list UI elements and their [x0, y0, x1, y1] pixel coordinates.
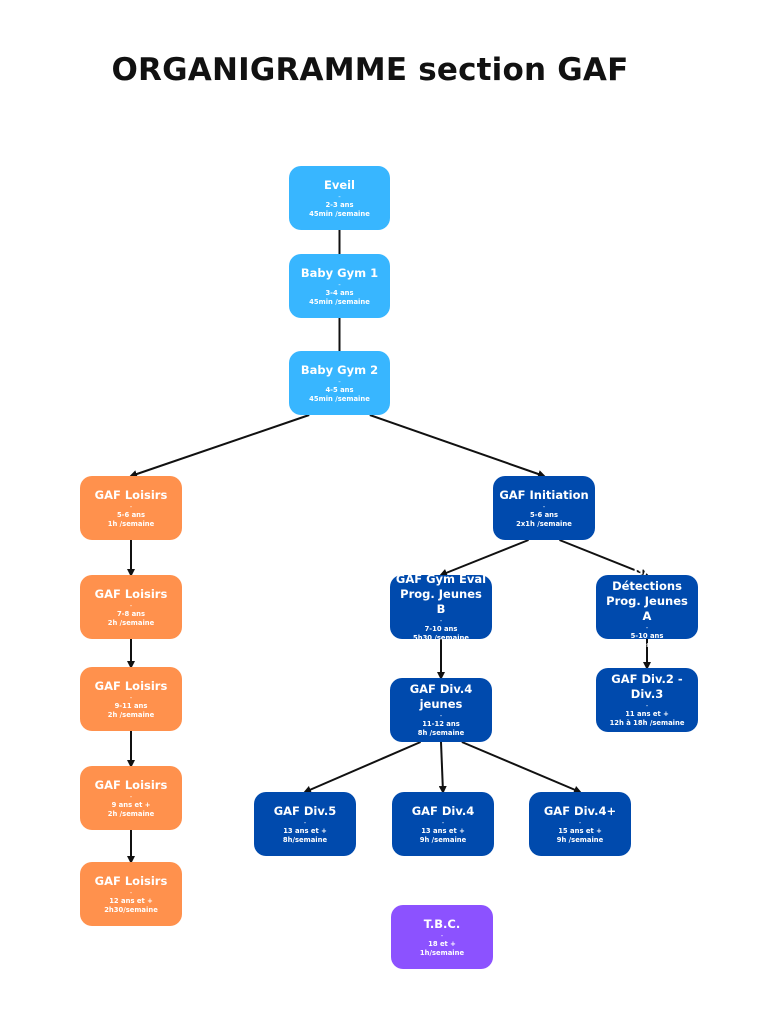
- node-duration: 1h /semaine: [107, 519, 155, 528]
- node-label: GAF Loisirs: [94, 873, 168, 888]
- node-gaf-div5: GAF Div.5 - 13 ans et + 8h/semaine: [254, 792, 356, 856]
- node-duration: 45min /semaine: [309, 394, 370, 403]
- node-tbc: T.B.C. - 18 et + 1h/semaine: [391, 905, 493, 969]
- node-separator: -: [338, 280, 341, 289]
- connector-gaf_initiation-to-gaf_gym_eval: [439, 539, 529, 577]
- node-separator: -: [440, 931, 444, 940]
- node-separator: -: [338, 192, 341, 201]
- node-age: 4-5 ans: [325, 385, 354, 394]
- node-gaf-div4-plus: GAF Div.4+ - 15 ans et + 9h /semaine: [529, 792, 631, 856]
- node-duration: 45min /semaine: [309, 297, 370, 306]
- node-label: GAF Loisirs: [94, 586, 168, 601]
- node-age: 9 ans et +: [111, 800, 151, 809]
- node-label: GAF Gym Eval: [395, 571, 487, 586]
- node-label: GAF Détections: [612, 564, 682, 593]
- node-label: T.B.C.: [423, 916, 461, 931]
- connector-gaf_div4_jeunes-to-gaf_div4: [438, 741, 447, 794]
- connector-gaf_initiation-to-gaf_detections: [559, 539, 649, 577]
- node-separator: -: [645, 624, 649, 632]
- node-label-2: Prog. Jeunes B: [400, 586, 482, 616]
- node-age: 18 et +: [428, 939, 456, 948]
- node-gaf-loisirs-5: GAF Loisirs - 12 ans et + 2h30/semaine: [80, 862, 182, 926]
- node-separator: -: [439, 616, 443, 625]
- node-separator: -: [303, 818, 307, 827]
- node-label: Baby Gym 2: [300, 362, 379, 377]
- node-age: 13 ans et +: [283, 826, 327, 835]
- node-label-2: Prog. Jeunes A: [606, 594, 688, 623]
- node-eveil: Eveil - 2-3 ans 45min /semaine: [289, 166, 390, 230]
- node-age: 11-12 ans: [422, 720, 460, 728]
- node-age: 5-6 ans: [529, 510, 559, 519]
- page-title: ORGANIGRAMME section GAF: [111, 52, 629, 88]
- node-duration: 45min /semaine: [309, 209, 370, 218]
- node-gaf-detections: GAF Détections Prog. Jeunes A - 5-10 ans…: [596, 564, 698, 649]
- node-label: GAF Loisirs: [94, 487, 168, 502]
- node-age: 11 ans et +: [625, 710, 669, 718]
- node-label: GAF Div.4 jeunes: [409, 682, 473, 711]
- node-gaf-gym-eval: GAF Gym Eval Prog. Jeunes B - 7-10 ans 5…: [390, 571, 492, 642]
- node-age: 7-8 ans: [116, 609, 146, 618]
- node-age: 12 ans et +: [109, 896, 153, 905]
- node-duration: 5h30 /semaine: [413, 633, 469, 642]
- node-gaf-loisirs-2: GAF Loisirs - 7-8 ans 2h /semaine: [80, 575, 182, 639]
- node-duration: 8h/semaine: [282, 835, 328, 844]
- node-duration: 2x1h /semaine: [516, 519, 572, 528]
- node-label: Eveil: [323, 177, 356, 192]
- connector-baby_gym_2-to-gaf_initiation: [369, 414, 546, 478]
- node-separator: -: [441, 818, 445, 827]
- node-gaf-div2-div3: GAF Div.2 - Div.3 - 11 ans et + 12h à 18…: [596, 668, 698, 732]
- node-label: GAF Loisirs: [94, 777, 168, 792]
- node-duration: 2h /semaine: [107, 809, 155, 818]
- node-duration: 8h /semaine: [623, 641, 671, 649]
- node-label: GAF Div.5: [273, 803, 337, 818]
- node-separator: -: [129, 792, 133, 801]
- node-label: GAF Loisirs: [94, 678, 168, 693]
- node-separator: -: [129, 888, 133, 897]
- node-separator: -: [129, 502, 133, 511]
- connector-gaf_div4_jeunes-to-gaf_div4_plus: [461, 741, 582, 794]
- node-gaf-initiation: GAF Initiation - 5-6 ans 2x1h /semaine: [493, 476, 595, 540]
- node-label: GAF Div.4: [411, 803, 475, 818]
- node-duration: 1h/semaine: [419, 948, 465, 957]
- node-age: 5-10 ans: [630, 632, 664, 640]
- node-age: 2-3 ans: [325, 200, 354, 209]
- node-duration: 2h30/semaine: [104, 905, 158, 914]
- node-separator: -: [542, 502, 546, 511]
- node-duration: 2h /semaine: [107, 618, 155, 627]
- node-duration: 8h /semaine: [417, 729, 465, 737]
- node-age: 3-4 ans: [325, 288, 354, 297]
- node-age: 5-6 ans: [116, 510, 146, 519]
- node-baby-gym-2: Baby Gym 2 - 4-5 ans 45min /semaine: [289, 351, 390, 415]
- node-gaf-div4-jeunes: GAF Div.4 jeunes - 11-12 ans 8h /semaine: [390, 678, 492, 742]
- node-age: 9-11 ans: [114, 701, 148, 710]
- node-separator: -: [439, 712, 443, 720]
- node-separator: -: [338, 377, 341, 386]
- node-separator: -: [645, 702, 649, 710]
- connector-gaf_div4_jeunes-to-gaf_div5: [303, 741, 421, 794]
- node-age: 15 ans et +: [558, 826, 602, 835]
- node-gaf-div4: GAF Div.4 - 13 ans et + 9h /semaine: [392, 792, 494, 856]
- node-label: GAF Div.2 - Div.3: [611, 672, 683, 701]
- node-separator: -: [129, 693, 133, 702]
- node-baby-gym-1: Baby Gym 1 - 3-4 ans 45min /semaine: [289, 254, 390, 318]
- node-label: GAF Initiation: [499, 487, 589, 502]
- node-duration: 9h /semaine: [419, 835, 467, 844]
- node-age: 7-10 ans: [424, 624, 458, 633]
- node-gaf-loisirs-3: GAF Loisirs - 9-11 ans 2h /semaine: [80, 667, 182, 731]
- node-separator: -: [578, 818, 582, 827]
- node-label: GAF Div.4+: [543, 803, 617, 818]
- node-duration: 9h /semaine: [556, 835, 604, 844]
- node-duration: 2h /semaine: [107, 710, 155, 719]
- node-duration: 12h à 18h /semaine: [609, 719, 685, 727]
- node-label: Baby Gym 1: [300, 265, 379, 280]
- node-separator: -: [129, 601, 133, 610]
- connector-baby_gym_2-to-gaf_loisirs_1: [129, 414, 310, 478]
- node-gaf-loisirs-1: GAF Loisirs - 5-6 ans 1h /semaine: [80, 476, 182, 540]
- node-gaf-loisirs-4: GAF Loisirs - 9 ans et + 2h /semaine: [80, 766, 182, 830]
- node-age: 13 ans et +: [421, 826, 465, 835]
